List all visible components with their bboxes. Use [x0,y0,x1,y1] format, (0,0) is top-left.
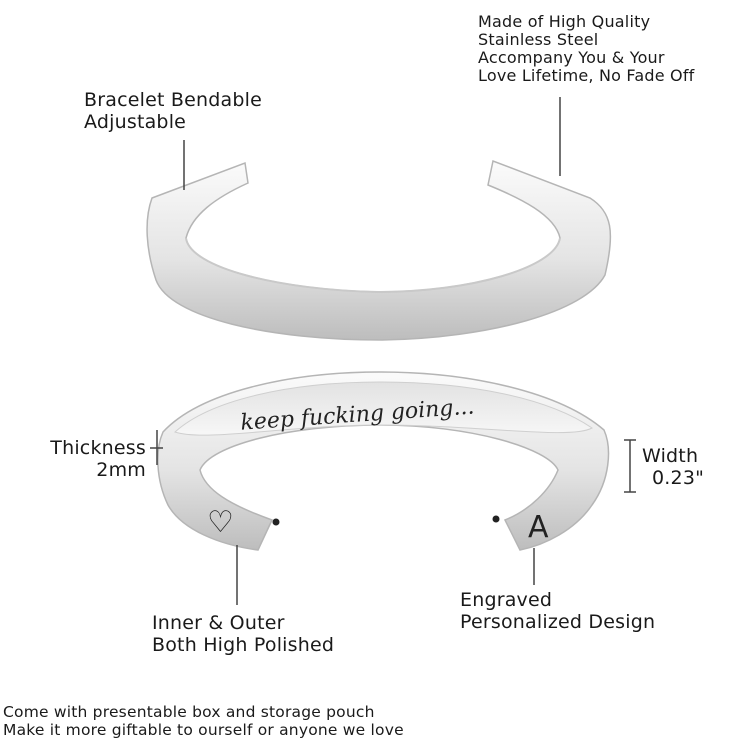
callout-width-line2: 0.23" [652,467,705,489]
callout-bendable-line1: Bracelet Bendable [84,89,262,111]
callout-material: Made of High Quality Stainless Steel Acc… [478,13,695,85]
callout-polish-line2: Both High Polished [152,634,335,656]
top-bracelet-inner-edge [185,237,561,294]
end-dot-left [272,518,280,526]
callout-material-line3: Accompany You & Your [478,48,665,67]
callout-polish-line1: Inner & Outer [152,612,285,634]
engraved-symbol: ♡ [207,505,234,540]
callout-material-line1: Made of High Quality [478,12,651,31]
callout-lines [150,97,636,605]
callout-bendable: Bracelet Bendable Adjustable [84,89,262,133]
callout-thickness-line2: 2mm [96,459,146,481]
callout-engraved: Engraved Personalized Design [460,589,655,633]
callout-engraved-line1: Engraved [460,589,553,611]
callout-engraved-line2: Personalized Design [460,611,656,633]
callout-material-line4: Love Lifetime, No Fade Off [478,66,695,85]
engraved-initial: A [528,510,549,545]
footer-text: Come with presentable box and storage po… [3,703,404,739]
callout-thickness-line1: Thickness [50,437,146,459]
bottom-bracelet-inner-surface [174,381,593,436]
end-dot-right [492,515,500,523]
callout-bendable-line2: Adjustable [84,111,187,133]
footer-line2: Make it more giftable to ourself or anyo… [3,721,404,739]
callout-width-line1: Width [642,445,699,467]
bottom-bracelet: keep fucking going... ♡ A [157,371,610,551]
top-bracelet-band [146,159,612,341]
footer-line1: Come with presentable box and storage po… [3,703,375,721]
callout-thickness: Thickness 2mm [38,437,146,481]
top-bracelet [146,159,612,341]
callout-polish: Inner & Outer Both High Polished [152,612,334,656]
callout-material-line2: Stainless Steel [478,30,599,49]
callout-width: Width 0.23" [642,445,704,489]
